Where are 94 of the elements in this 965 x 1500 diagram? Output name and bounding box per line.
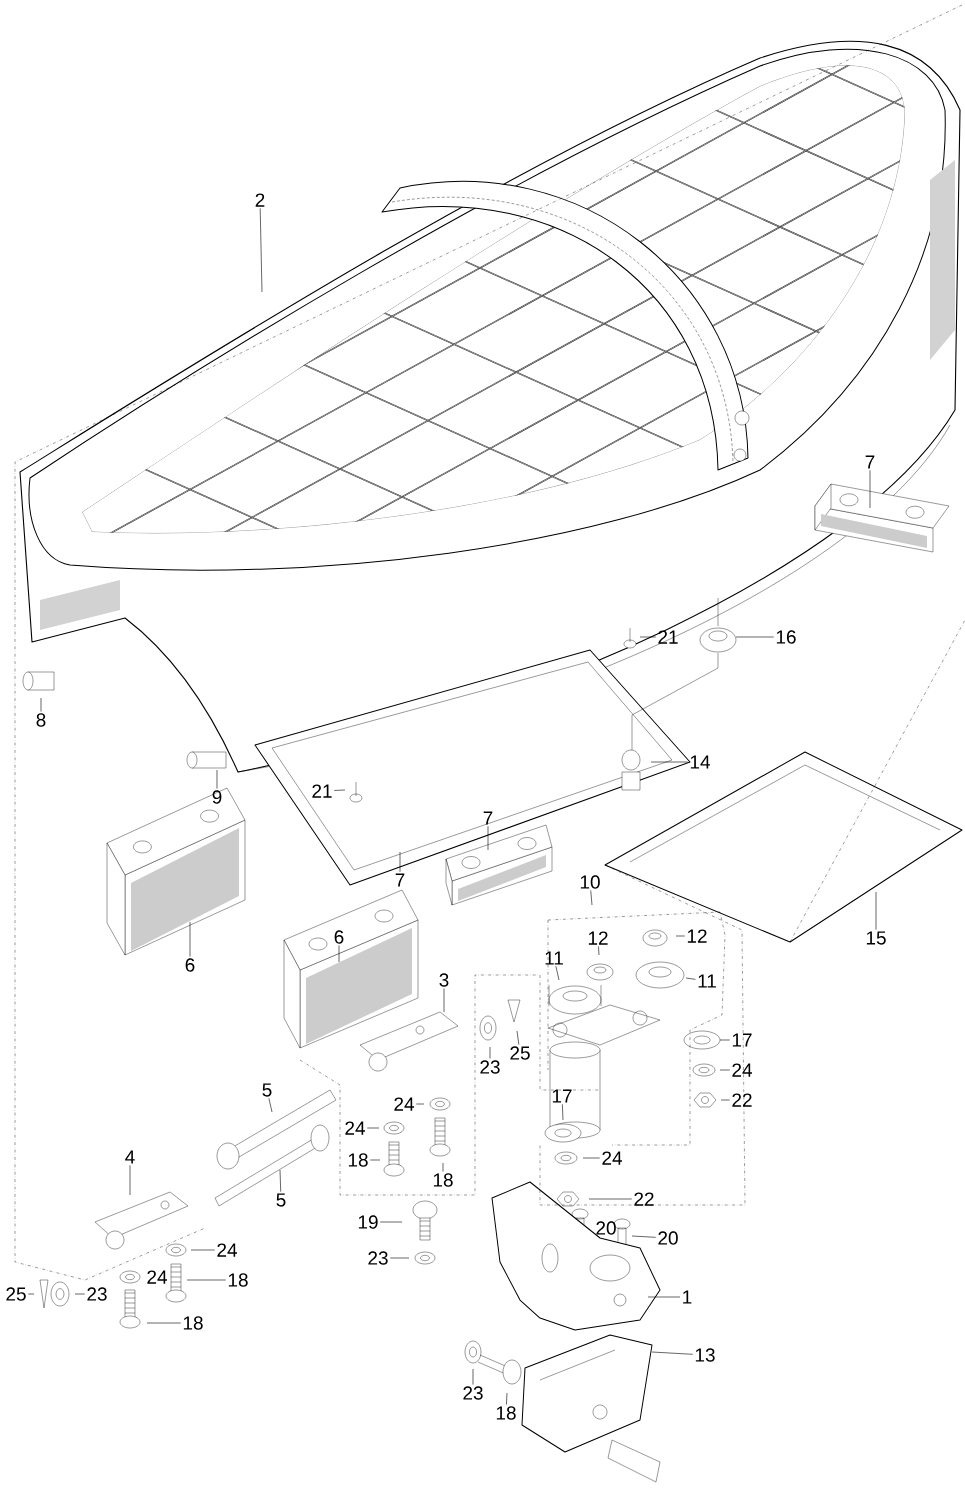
callout-number: 23: [368, 1251, 388, 1265]
leader-line: [590, 890, 593, 906]
leader-line: [442, 1162, 444, 1172]
callout-number: 11: [545, 951, 563, 965]
leader-line: [719, 1069, 731, 1071]
callout-number: 20: [658, 1231, 678, 1245]
leader-line: [379, 1221, 403, 1223]
leader-line: [719, 1039, 731, 1041]
callout-number: 7: [483, 811, 493, 825]
leader-line: [129, 1164, 131, 1196]
callout-number: 24: [147, 1270, 167, 1284]
callout-number: 24: [602, 1151, 622, 1165]
leader-line: [27, 1293, 35, 1295]
callout-number: 8: [36, 713, 46, 727]
callout-number: 17: [732, 1033, 752, 1047]
leader-line: [588, 1198, 633, 1200]
leader-line: [259, 208, 263, 293]
callout-number: 10: [580, 875, 600, 889]
leader-line: [189, 921, 191, 957]
leader-line: [647, 1296, 681, 1298]
leader-line: [369, 1159, 381, 1161]
leader-line: [875, 891, 877, 930]
callout-number: 14: [690, 755, 710, 769]
callout-number: 6: [334, 930, 344, 944]
callout-number: 5: [262, 1083, 272, 1097]
callout-number: 12: [588, 931, 608, 945]
callout-number: 18: [433, 1173, 453, 1187]
leader-line: [190, 1249, 216, 1251]
callout-number: 19: [358, 1215, 378, 1229]
callout-number: 16: [776, 630, 796, 644]
leader-line: [216, 769, 218, 789]
callout-number: 2: [255, 193, 265, 207]
callout-number: 21: [312, 784, 332, 798]
callout-number: 3: [439, 973, 449, 987]
callout-number: 25: [6, 1287, 26, 1301]
callout-number: 24: [217, 1243, 237, 1257]
leader-line: [639, 636, 657, 638]
leader-line: [40, 697, 42, 712]
leader-line: [472, 1368, 474, 1385]
leader-line: [582, 1157, 601, 1159]
callout-number: 7: [395, 873, 405, 887]
leader-line: [389, 1257, 410, 1259]
leader-line: [720, 1099, 731, 1101]
callout-number: 13: [695, 1348, 715, 1362]
leader-line: [869, 469, 871, 509]
leader-line: [516, 1030, 520, 1045]
leader-line: [146, 1322, 182, 1324]
callout-number: 18: [496, 1406, 516, 1420]
callout-number: 24: [345, 1121, 365, 1135]
leader-line: [268, 1098, 273, 1113]
callout-number: 23: [463, 1386, 483, 1400]
leader-line: [489, 1046, 491, 1059]
callout-number: 18: [183, 1316, 203, 1330]
callout-number: 18: [348, 1153, 368, 1167]
leader-line: [555, 965, 560, 981]
callout-number: 22: [732, 1093, 752, 1107]
leader-line: [675, 935, 686, 937]
leader-line: [631, 1235, 657, 1238]
leader-line: [186, 1279, 227, 1281]
callout-number: 11: [698, 974, 716, 988]
leader-line: [650, 761, 689, 763]
callout-number: 1: [683, 1290, 692, 1304]
callout-number: 20: [596, 1221, 616, 1235]
leader-line: [598, 946, 600, 956]
leader-line: [399, 851, 401, 873]
leader-line: [366, 1127, 380, 1129]
leader-line: [74, 1293, 86, 1295]
leader-line: [333, 789, 346, 791]
callout-number: 18: [228, 1273, 248, 1287]
callout-number: 5: [276, 1193, 286, 1207]
callout-number: 24: [732, 1063, 752, 1077]
callout-number: 12: [687, 929, 707, 943]
callout-number: 21: [658, 630, 678, 644]
callout-number: 17: [552, 1089, 572, 1103]
callout-number: 23: [87, 1287, 107, 1301]
leader-line: [487, 825, 489, 851]
leader-line: [685, 977, 696, 980]
callout-number: 6: [185, 958, 195, 972]
callout-number: 4: [125, 1150, 135, 1164]
leader-line: [338, 945, 340, 963]
callout-number: 9: [212, 790, 222, 804]
callout-number: 22: [634, 1192, 654, 1206]
leader-line: [562, 1103, 564, 1121]
callout-number: 15: [866, 931, 886, 945]
leader-line: [443, 988, 445, 1013]
callout-number: 24: [394, 1097, 414, 1111]
callout-number: 25: [510, 1046, 530, 1060]
leader-line: [506, 1392, 508, 1405]
leader-line: [415, 1103, 425, 1105]
leader-line: [735, 636, 775, 638]
leader-line: [279, 1169, 282, 1192]
callout-number: 7: [865, 455, 875, 469]
callout-number: 23: [480, 1060, 500, 1074]
leader-line: [651, 1351, 694, 1355]
